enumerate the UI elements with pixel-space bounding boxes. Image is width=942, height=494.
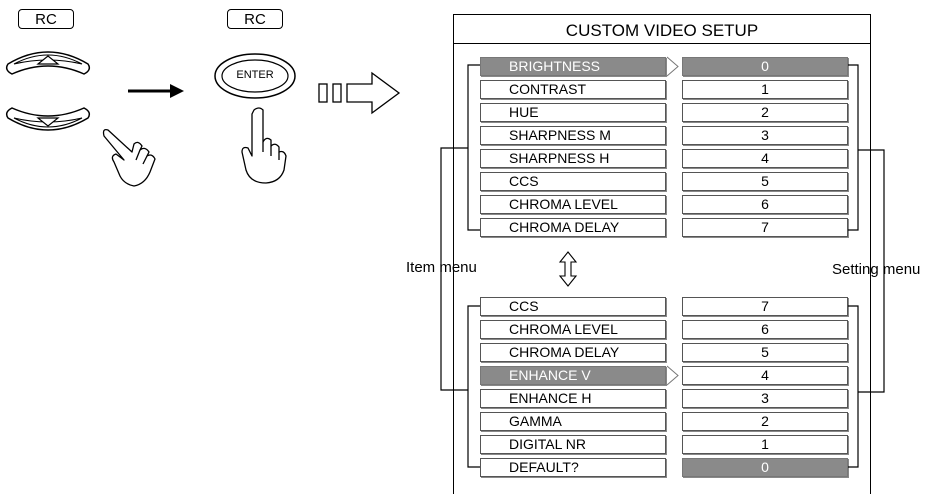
- up-down-arrow-icon: [558, 251, 578, 287]
- bottom-setting-bracket: [848, 305, 859, 468]
- pointing-hand-icon: [102, 128, 156, 187]
- item-menu-bracket: [440, 147, 468, 391]
- setting-value[interactable]: 2: [682, 103, 848, 122]
- rc-label-left: RC: [18, 9, 74, 29]
- setting-value[interactable]: 4: [682, 149, 848, 168]
- item-ccs[interactable]: CCS: [480, 297, 666, 316]
- bottom-item-bracket: [467, 305, 480, 468]
- right-arrow-icon: [128, 84, 184, 98]
- setting-value[interactable]: 6: [682, 320, 848, 339]
- setting-value[interactable]: 0: [682, 57, 848, 76]
- item-chroma-level[interactable]: CHROMA LEVEL: [480, 320, 666, 339]
- item-digital-nr[interactable]: DIGITAL NR: [480, 435, 666, 454]
- item-sharpness-h[interactable]: SHARPNESS H: [480, 149, 666, 168]
- setting-value[interactable]: 5: [682, 172, 848, 191]
- setting-menu-label: Setting menu: [832, 261, 921, 278]
- rc-label-right: RC: [227, 9, 283, 29]
- setting-value[interactable]: 5: [682, 343, 848, 362]
- down-arrow-button-icon[interactable]: [5, 107, 91, 131]
- selector-arrow-icon: [666, 56, 679, 77]
- menu-title: CUSTOM VIDEO SETUP: [453, 17, 871, 44]
- menu-frame: [453, 14, 871, 494]
- setting-value[interactable]: 1: [682, 435, 848, 454]
- setting-value[interactable]: 3: [682, 126, 848, 145]
- item-contrast[interactable]: CONTRAST: [480, 80, 666, 99]
- item-chroma-delay[interactable]: CHROMA DELAY: [480, 343, 666, 362]
- item-menu-label: Item menu: [406, 259, 477, 276]
- item-enhance-v[interactable]: ENHANCE V: [480, 366, 666, 385]
- up-arrow-button-icon[interactable]: [5, 51, 91, 75]
- item-sharpness-m[interactable]: SHARPNESS M: [480, 126, 666, 145]
- item-hue[interactable]: HUE: [480, 103, 666, 122]
- enter-button-icon[interactable]: [214, 53, 296, 99]
- setting-value[interactable]: 7: [682, 218, 848, 237]
- setting-value[interactable]: 1: [682, 80, 848, 99]
- top-item-bracket: [467, 64, 480, 231]
- remote-illustration: [5, 51, 401, 187]
- top-setting-bracket: [848, 64, 859, 231]
- outline-arrow-icon: [318, 71, 401, 115]
- setting-value[interactable]: 0: [682, 458, 848, 477]
- pointing-hand-icon: [241, 107, 287, 184]
- item-brightness[interactable]: BRIGHTNESS: [480, 57, 666, 76]
- item-ccs[interactable]: CCS: [480, 172, 666, 191]
- menu-connectors: [440, 56, 885, 468]
- setting-value[interactable]: 4: [682, 366, 848, 385]
- setting-value[interactable]: 7: [682, 297, 848, 316]
- item-gamma[interactable]: GAMMA: [480, 412, 666, 431]
- enter-button-label: ENTER: [236, 69, 274, 81]
- setting-value[interactable]: 2: [682, 412, 848, 431]
- setting-value[interactable]: 3: [682, 389, 848, 408]
- item-default[interactable]: DEFAULT?: [480, 458, 666, 477]
- item-enhance-h[interactable]: ENHANCE H: [480, 389, 666, 408]
- setting-menu-bracket: [858, 149, 885, 393]
- item-chroma-level[interactable]: CHROMA LEVEL: [480, 195, 666, 214]
- setting-value[interactable]: 6: [682, 195, 848, 214]
- selector-arrow-icon: [666, 365, 679, 386]
- item-chroma-delay[interactable]: CHROMA DELAY: [480, 218, 666, 237]
